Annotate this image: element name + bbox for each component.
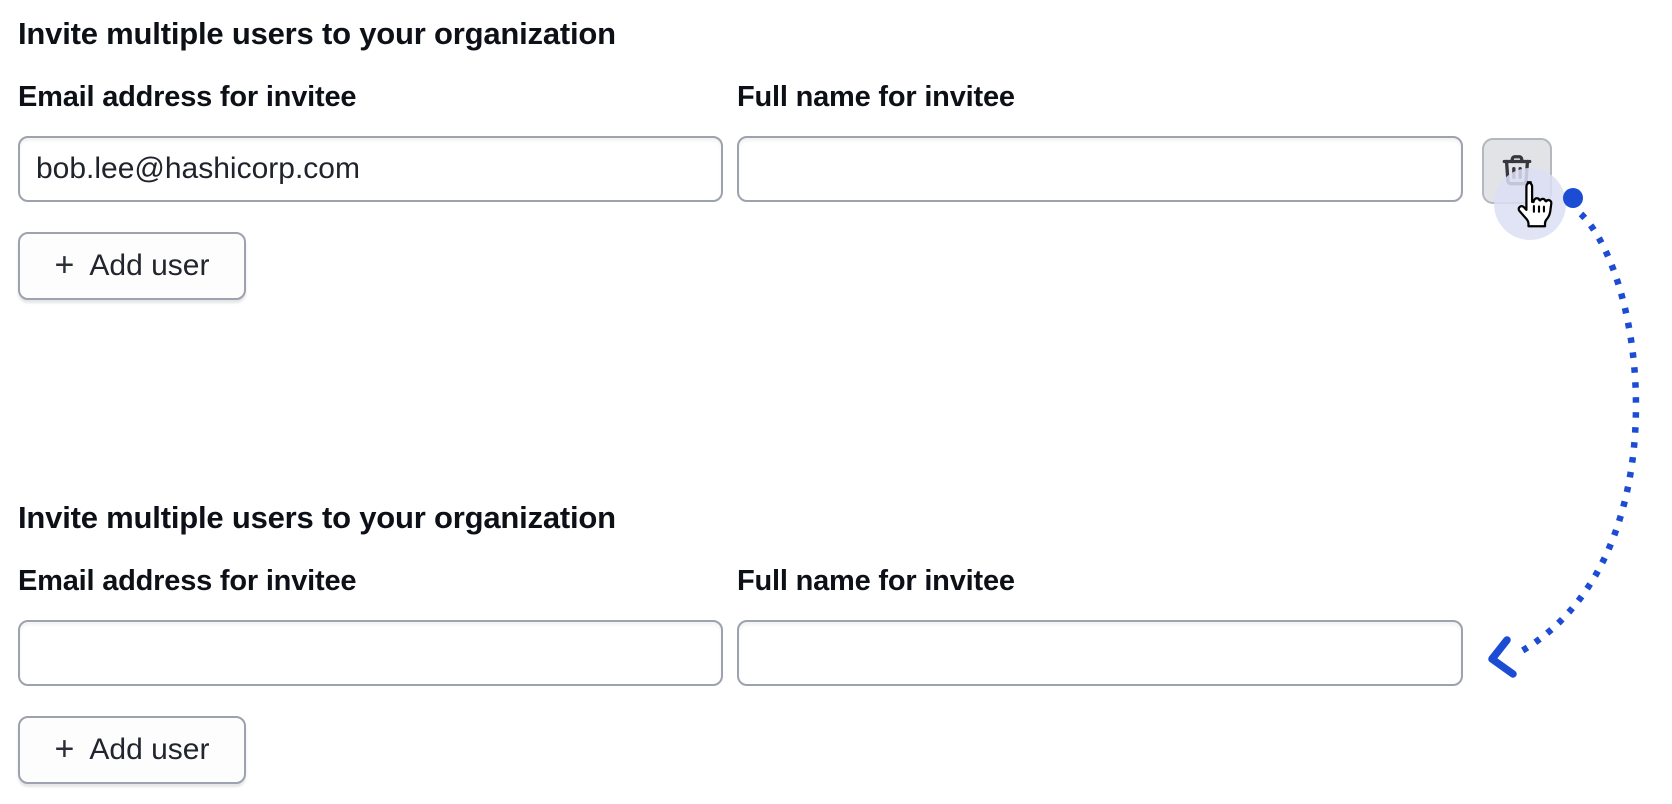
full-name-label: Full name for invitee [737, 565, 1015, 597]
email-label: Email address for invitee [18, 565, 357, 597]
plus-icon: + [54, 246, 75, 284]
full-name-input[interactable] [737, 620, 1463, 686]
add-user-button[interactable]: + Add user [18, 716, 246, 784]
add-user-label: Add user [89, 733, 210, 766]
add-user-button[interactable]: + Add user [18, 232, 246, 300]
add-user-label: Add user [89, 249, 210, 282]
invite-form-before: Invite multiple users to your organizati… [0, 0, 1672, 320]
plus-icon: + [54, 730, 75, 768]
invite-form-after: Invite multiple users to your organizati… [0, 484, 1672, 804]
full-name-label: Full name for invitee [737, 81, 1015, 113]
arrow-start-dot [1563, 188, 1583, 208]
email-input[interactable] [18, 136, 723, 202]
hand-pointer-cursor [1517, 181, 1553, 228]
form-heading: Invite multiple users to your organizati… [18, 16, 616, 51]
email-input[interactable] [18, 620, 723, 686]
full-name-input[interactable] [737, 136, 1463, 202]
email-label: Email address for invitee [18, 81, 357, 113]
form-heading: Invite multiple users to your organizati… [18, 500, 616, 535]
